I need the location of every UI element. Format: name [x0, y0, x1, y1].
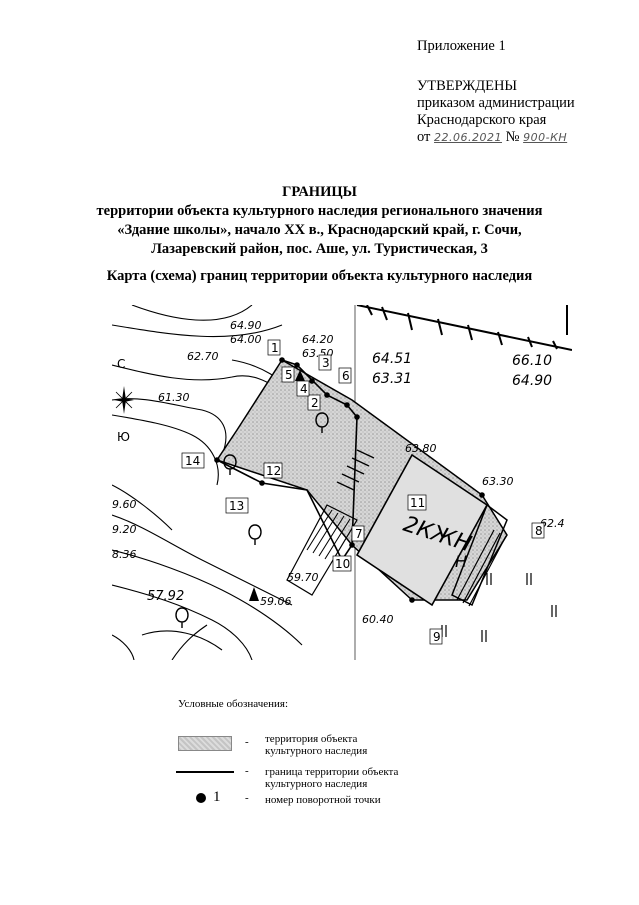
elevation-label: 59.70	[287, 571, 319, 584]
date-number-line: от 22.06.2021 № 900-КН	[417, 129, 575, 146]
legend-dash: -	[245, 765, 249, 777]
point-label-6: 6	[342, 369, 350, 383]
point-label-1: 1	[271, 341, 279, 355]
elevation-label: 61.30	[158, 391, 190, 404]
turning-point	[479, 492, 485, 498]
legend-point-dot	[196, 793, 206, 803]
legend-dash: -	[245, 736, 249, 748]
elevation-label: 62.4	[540, 517, 565, 530]
turning-point	[214, 457, 220, 463]
document-title: ГРАНИЦЫ территории объекта культурного н…	[0, 183, 639, 259]
turning-point	[344, 402, 350, 408]
legend-dash: -	[245, 792, 249, 804]
point-label-14: 14	[185, 454, 200, 468]
point-labels: 1 2 3 4 5 6 7 8 9 10 11 12 13 14	[181, 339, 545, 645]
elevation-label: 8.36	[112, 548, 137, 561]
legend-title: Условные обозначения:	[178, 698, 289, 710]
point-label-8: 8	[535, 524, 543, 538]
legend-territory-line1: территория объекта	[265, 733, 358, 745]
legend-territory-text: территория объекта культурного наследия	[265, 733, 367, 757]
legend-boundary-line2: культурного наследия	[265, 778, 368, 790]
appendix-label: Приложение 1	[417, 38, 506, 54]
elevation-label: 64.90	[512, 373, 552, 389]
elevation-label: 63.30	[482, 475, 514, 488]
turning-point	[324, 392, 330, 398]
elevation-label: 64.00	[230, 333, 262, 346]
elevation-label: 57.92	[147, 589, 184, 604]
compass-south: Ю	[117, 430, 130, 444]
turning-point	[309, 378, 315, 384]
region-line: Краснодарского края	[417, 112, 547, 128]
legend-territory-line2: культурного наследия	[265, 745, 368, 757]
compass-icon	[114, 386, 134, 414]
legend-boundary-line1: граница территории объекта	[265, 766, 399, 778]
elevation-label: 9.60	[112, 498, 137, 511]
title-line-1: ГРАНИЦЫ	[282, 184, 357, 200]
elevation-label: 60.40	[362, 613, 394, 626]
legend-territory-swatch	[178, 736, 232, 751]
map-title: Карта (схема) границ территории объекта …	[106, 268, 533, 284]
number-value: 900-КН	[523, 131, 568, 144]
point-label-12: 12	[266, 464, 281, 478]
point-label-2: 2	[311, 396, 319, 410]
legend-point-desc: номер поворотной точки	[265, 794, 381, 806]
turning-point	[259, 480, 265, 486]
point-label-7: 7	[355, 527, 363, 541]
legend-boundary-text: граница территории объекта культурного н…	[265, 766, 398, 790]
elevation-labels: 64.90 64.00 64.20 63.50 62.70 61.30 64.5…	[112, 319, 565, 626]
elevation-label: 59.06	[260, 595, 292, 608]
legend-point-number: 1	[213, 789, 221, 805]
elevation-label: 63.80	[405, 442, 437, 455]
turning-point	[354, 414, 360, 420]
elevation-label: 64.51	[372, 351, 412, 367]
compass-north: С	[117, 357, 125, 371]
point-label-5: 5	[285, 368, 293, 382]
title-line-3: «Здание школы», начало XX в., Краснодарс…	[117, 222, 522, 238]
date-prefix: от	[417, 129, 431, 145]
elevation-label: 64.90	[230, 319, 262, 332]
title-line-4: Лазаревский район, пос. Аше, ул. Туристи…	[151, 241, 488, 257]
point-label-3: 3	[322, 356, 330, 370]
approved-heading: УТВЕРЖДЕНЫ	[417, 78, 518, 94]
building-label-h: Н	[455, 552, 467, 571]
date-value: 22.06.2021	[434, 131, 503, 144]
point-label-10: 10	[335, 557, 350, 571]
boundary-map: 2КЖН Н С Ю 64.90	[112, 305, 572, 660]
number-prefix: №	[505, 129, 520, 145]
elevation-label: 62.70	[187, 350, 219, 363]
elevation-label: 64.20	[302, 333, 334, 346]
turning-point	[279, 357, 285, 363]
turning-point	[409, 597, 415, 603]
turning-point	[294, 362, 300, 368]
point-label-13: 13	[229, 499, 244, 513]
tree-symbols	[175, 412, 329, 628]
point-label-9: 9	[433, 630, 441, 644]
point-label-4: 4	[300, 382, 308, 396]
approval-block: УТВЕРЖДЕНЫ приказом администрации Красно…	[417, 78, 575, 146]
title-line-2: территории объекта культурного наследия …	[96, 203, 543, 219]
elevation-label: 9.20	[112, 523, 137, 536]
road-hatching	[356, 305, 572, 351]
building-main: 2КЖН Н	[286, 449, 508, 607]
by-order-line: приказом администрации	[417, 95, 575, 111]
elevation-label: 63.31	[372, 371, 412, 387]
elevation-label: 66.10	[512, 353, 552, 369]
point-label-11: 11	[410, 496, 425, 510]
turning-point	[349, 542, 355, 548]
legend-boundary-line	[176, 771, 234, 773]
survey-markers	[249, 370, 305, 601]
